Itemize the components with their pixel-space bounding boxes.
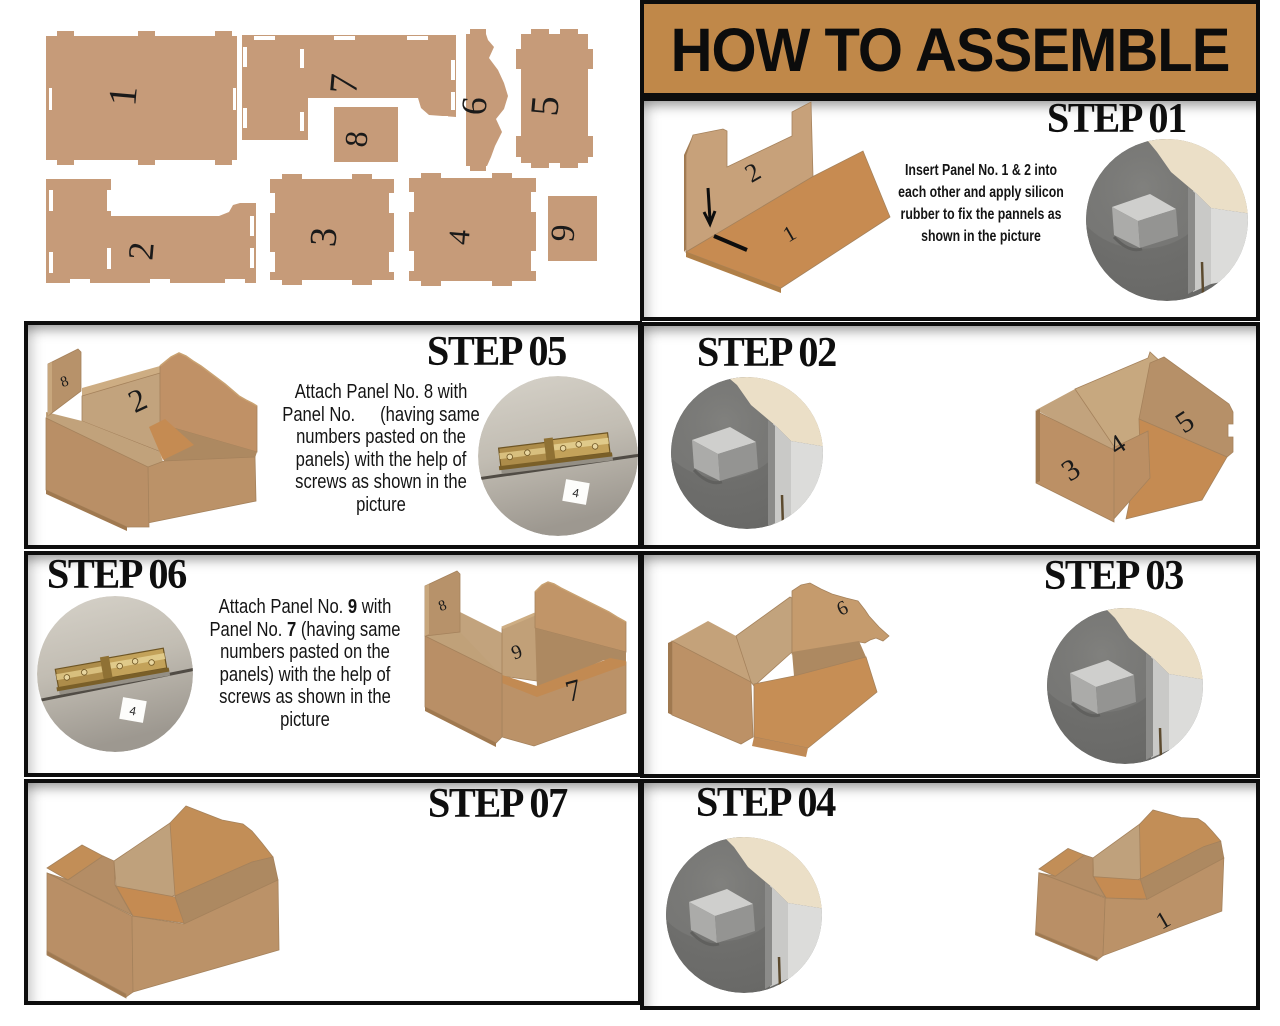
svg-text:7: 7 — [320, 72, 367, 96]
svg-text:3: 3 — [302, 226, 345, 249]
svg-text:4: 4 — [571, 486, 580, 501]
svg-text:5: 5 — [521, 94, 568, 118]
svg-text:2: 2 — [120, 240, 161, 261]
svg-text:9: 9 — [544, 223, 582, 243]
svg-text:1: 1 — [99, 84, 146, 108]
svg-text:6: 6 — [453, 95, 494, 116]
svg-text:4: 4 — [128, 704, 137, 719]
svg-text:8: 8 — [337, 130, 374, 149]
svg-text:4: 4 — [442, 228, 476, 246]
